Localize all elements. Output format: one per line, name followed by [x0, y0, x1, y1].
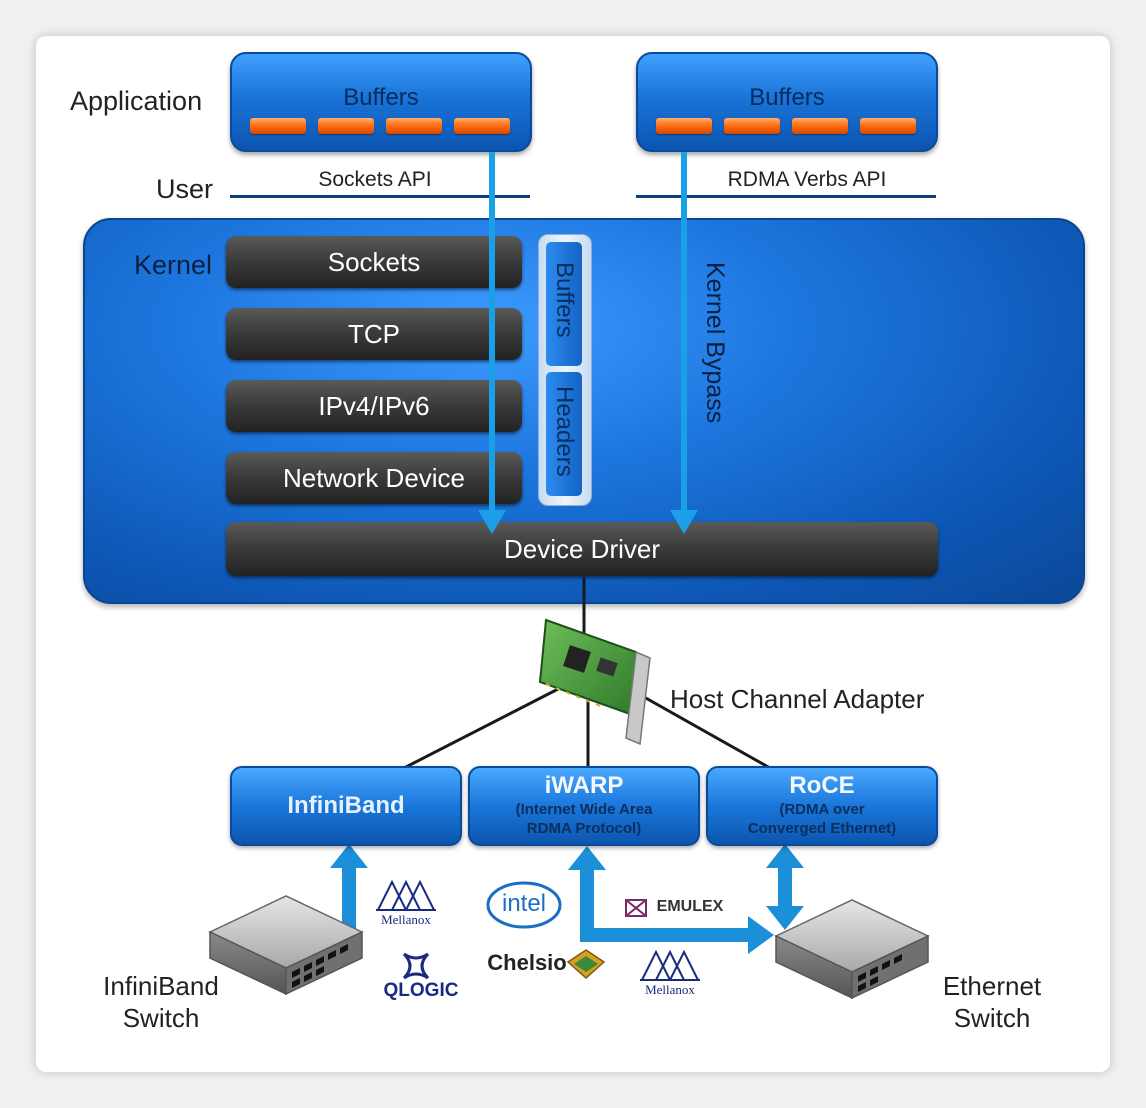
kernel-bypass-label: Kernel Bypass — [701, 262, 729, 424]
connector-lines — [403, 577, 771, 770]
layer-device-driver: Device Driver — [226, 522, 938, 576]
layer-sockets: Sockets — [226, 236, 522, 288]
buffer-slot — [656, 118, 712, 134]
app-buffers-right-title: Buffers — [749, 84, 825, 111]
rdma-api-line — [636, 195, 936, 198]
ethernet-switch-label-line1: Ethernet — [942, 971, 1042, 1001]
user-label: User — [156, 174, 214, 204]
intel-logo: intel — [501, 890, 547, 917]
app-buffers-left: Buffers — [230, 52, 532, 152]
qlogic-logo: QLOGIC — [383, 980, 459, 1001]
host-channel-adapter-label: Host Channel Adapter — [670, 684, 925, 714]
protocol-iwarp-sub2: RDMA Protocol) — [526, 820, 642, 837]
app-buffers-left-title: Buffers — [343, 84, 419, 111]
ethernet-switch-label-line2: Switch — [953, 1003, 1031, 1033]
mellanox-logo-1: Mellanox — [381, 912, 431, 927]
buffer-slot — [454, 118, 510, 134]
host-channel-adapter-card — [538, 618, 651, 746]
sockets-api-line — [230, 195, 530, 198]
mellanox-logo-mark-1 — [376, 879, 436, 911]
buffer-slot — [386, 118, 442, 134]
layer-tcp: TCP — [226, 308, 522, 360]
emulex-logo-mark — [625, 899, 647, 917]
infiniband-switch-icon — [208, 827, 364, 996]
infiniband-switch-label-line2: Switch — [122, 1003, 200, 1033]
protocol-roce: RoCE (RDMA over Converged Ethernet) — [706, 766, 938, 846]
card-to-roce-line — [627, 686, 771, 770]
buffer-slot — [250, 118, 306, 134]
sockets-api-label: Sockets API — [318, 168, 432, 191]
buffer-slot — [792, 118, 848, 134]
roce-bidirectional-arrow — [766, 844, 804, 930]
chelsio-chip-icon — [566, 949, 606, 980]
infiniband-switch-label: InfiniBand Switch — [96, 970, 226, 1034]
rdma-verbs-api-label: RDMA Verbs API — [727, 168, 887, 191]
infiniband-switch-label-line1: InfiniBand — [103, 971, 219, 1001]
qlogic-logo-mark — [402, 952, 430, 980]
chelsio-logo: Chelsio — [487, 950, 567, 975]
kernel-headers-label: Headers — [551, 386, 578, 477]
application-label: Application — [70, 86, 203, 116]
intel-logo-oval — [486, 881, 562, 929]
emulex-logo: EMULEX — [656, 898, 724, 915]
protocol-infiniband-title: InfiniBand — [287, 792, 405, 819]
protocol-infiniband: InfiniBand — [230, 766, 462, 846]
ethernet-switch-label: Ethernet Switch — [932, 970, 1052, 1034]
app-buffers-right: Buffers — [636, 52, 938, 152]
buffer-slot — [860, 118, 916, 134]
kernel-buffers-label: Buffers — [551, 262, 578, 338]
kernel-label: Kernel — [134, 250, 213, 280]
protocol-roce-title: RoCE — [789, 772, 855, 799]
mellanox-logo-2: Mellanox — [645, 982, 695, 997]
sockets-path-arrowhead — [478, 510, 506, 534]
mellanox-logo-mark-2 — [640, 949, 700, 981]
buffer-slot — [318, 118, 374, 134]
protocol-iwarp-title: iWARP — [544, 772, 624, 799]
protocol-iwarp-sub1: (Internet Wide Area — [515, 801, 653, 818]
card-to-infiniband-line — [403, 686, 561, 770]
kernel-buffers-segment — [546, 242, 582, 366]
iwarp-ethernet-arrow — [568, 846, 774, 954]
layer-ip: IPv4/IPv6 — [226, 380, 522, 432]
kernel-bypass-arrowhead — [670, 510, 698, 534]
buffer-slot — [724, 118, 780, 134]
ethernet-switch-icon — [774, 899, 930, 1000]
kernel-headers-segment — [546, 372, 582, 496]
infiniband-up-arrow — [330, 844, 368, 938]
layer-network-device: Network Device — [226, 452, 522, 504]
protocol-roce-sub2: Converged Ethernet) — [747, 820, 897, 837]
protocol-iwarp: iWARP (Internet Wide Area RDMA Protocol) — [468, 766, 700, 846]
protocol-roce-sub1: (RDMA over — [779, 801, 865, 818]
